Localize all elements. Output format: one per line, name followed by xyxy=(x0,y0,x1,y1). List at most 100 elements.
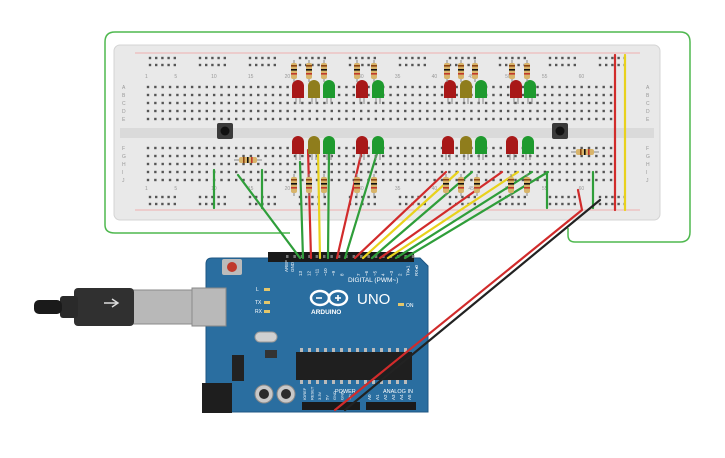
resistor xyxy=(291,63,297,79)
resistor-band xyxy=(524,65,530,67)
rail-hole xyxy=(567,202,570,206)
breadboard-hole xyxy=(286,170,289,174)
rail-hole xyxy=(373,56,376,60)
breadboard-hole xyxy=(168,154,172,158)
rail-hole xyxy=(398,195,402,199)
breadboard-hole xyxy=(367,109,370,113)
breadboard-hole xyxy=(462,109,466,113)
breadboard-hole xyxy=(580,162,583,166)
resistor-band xyxy=(354,65,360,67)
resistor xyxy=(354,63,360,79)
rail-hole xyxy=(448,56,452,60)
crystal xyxy=(254,331,278,343)
reset-button-cap[interactable] xyxy=(227,262,237,272)
rail-hole xyxy=(205,202,208,206)
wires xyxy=(212,53,627,412)
breadboard-hole xyxy=(565,154,569,158)
resistor-band xyxy=(306,73,312,75)
rail-hole xyxy=(161,195,164,199)
rail-hole xyxy=(617,202,620,206)
digital-pin-label: 2 xyxy=(397,273,402,276)
rail-hole xyxy=(611,56,614,60)
breadboard-hole xyxy=(198,162,201,166)
breadboard-hole xyxy=(235,178,238,182)
breadboard-hole xyxy=(440,85,444,89)
outline-frame xyxy=(115,31,691,243)
breadboard-hole xyxy=(602,109,605,113)
breadboard-hole xyxy=(426,85,429,89)
resistor xyxy=(443,177,449,193)
breadboard-hole xyxy=(198,85,201,89)
breadboard-hole xyxy=(411,85,414,89)
rail-hole xyxy=(517,202,520,206)
rail-hole xyxy=(517,63,520,67)
breadboard-hole xyxy=(499,162,502,166)
breadboard-hole xyxy=(595,93,598,97)
breadboard-hole xyxy=(146,154,150,158)
breadboard-hole xyxy=(227,162,231,166)
breadboard-hole xyxy=(396,109,400,113)
breadboard-hole xyxy=(235,109,238,113)
breadboard-hole xyxy=(279,154,282,158)
breadboard-hole xyxy=(264,178,267,182)
resistor-band xyxy=(354,69,360,71)
breadboard-hole xyxy=(190,109,194,113)
rail-hole xyxy=(517,56,520,60)
breadboard-hole xyxy=(418,101,422,105)
breadboard-hole xyxy=(337,109,341,113)
rail-hole xyxy=(423,63,426,67)
breadboard-hole xyxy=(183,93,186,97)
chip-pin xyxy=(316,380,319,384)
rail-hole xyxy=(417,56,420,60)
rx-label: RX xyxy=(255,309,263,315)
breadboard-hole xyxy=(212,85,216,89)
breadboard-hole xyxy=(198,101,201,105)
column-number: 55 xyxy=(542,186,548,192)
wire-red xyxy=(306,148,313,260)
resistor-band xyxy=(371,187,377,189)
breadboard-hole xyxy=(580,117,583,121)
row-letter: A xyxy=(646,85,650,91)
breadboard-hole xyxy=(337,85,341,89)
resistor-band xyxy=(371,183,377,185)
rail-hole xyxy=(305,56,308,60)
header-pin xyxy=(323,255,326,258)
breadboard-hole xyxy=(352,146,355,150)
analog-pin-label: A0 xyxy=(367,394,372,400)
rail-hole xyxy=(161,63,164,67)
breadboard-hole xyxy=(242,101,245,105)
chip-pin xyxy=(396,380,399,384)
resistor xyxy=(321,63,327,79)
power-pin-label: 5V xyxy=(325,395,330,400)
breadboard-hole xyxy=(161,162,164,166)
rail-hole xyxy=(173,195,176,199)
breadboard-hole xyxy=(301,109,304,113)
breadboard-hole xyxy=(595,85,598,89)
breadboard-hole xyxy=(521,109,525,113)
breadboard-hole xyxy=(279,162,282,166)
breadboard-hole xyxy=(374,170,378,174)
column-number: 55 xyxy=(542,74,548,80)
breadboard-hole xyxy=(161,154,164,158)
breadboard-hole xyxy=(404,162,407,166)
analog-pin-label: A4 xyxy=(399,394,404,400)
resistor xyxy=(354,177,360,193)
rail-hole xyxy=(367,63,370,67)
breadboard-hole xyxy=(315,101,319,105)
breadboard-hole xyxy=(205,154,208,158)
breadboard-hole xyxy=(404,178,407,182)
breadboard-hole xyxy=(602,93,605,97)
breadboard-hole xyxy=(462,170,466,174)
arduino-infinity-logo-icon xyxy=(309,289,349,307)
rail-hole xyxy=(167,63,170,67)
resistor-band xyxy=(354,179,360,181)
breadboard-hole xyxy=(595,154,598,158)
rail-hole xyxy=(405,56,408,60)
led-yellow xyxy=(308,136,320,154)
breadboard-hole xyxy=(227,154,231,158)
resistor-band xyxy=(458,187,464,189)
breadboard-hole xyxy=(161,101,164,105)
breadboard-hole xyxy=(396,146,400,150)
breadboard-hole xyxy=(235,170,238,174)
breadboard-hole xyxy=(573,93,576,97)
